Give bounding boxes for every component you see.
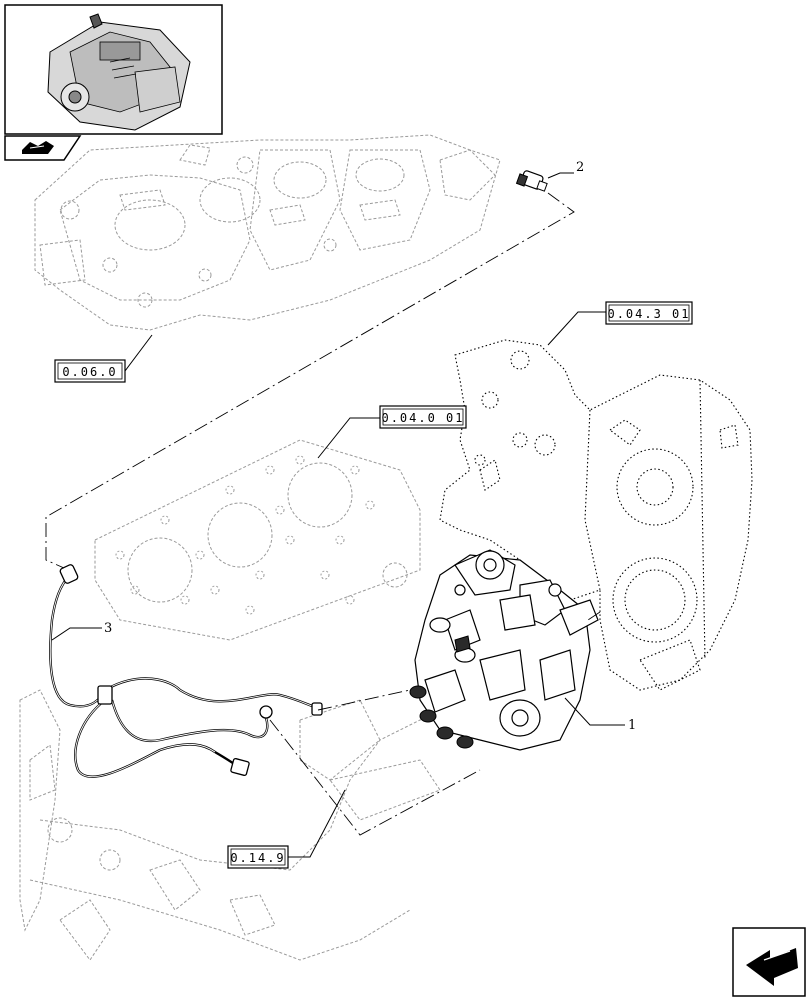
svg-text:0.04.0 01: 0.04.0 01 bbox=[381, 411, 464, 425]
svg-text:0.14.9: 0.14.9 bbox=[230, 851, 285, 865]
head-gasket-ghost bbox=[94, 439, 421, 641]
assembly-lines bbox=[45, 192, 601, 836]
open-book-icon[interactable] bbox=[4, 135, 82, 161]
engine-thumbnail[interactable] bbox=[4, 4, 223, 135]
wiring-harness[interactable] bbox=[49, 564, 323, 778]
callout-1: 1 bbox=[628, 718, 636, 733]
svg-text:0.04.3 01: 0.04.3 01 bbox=[607, 307, 690, 321]
cylinder-head-ghost bbox=[34, 134, 501, 331]
ref-box-0-04-3-01[interactable]: 0.04.3 01 bbox=[605, 301, 693, 325]
sensor-part[interactable] bbox=[515, 170, 548, 192]
gear-housing bbox=[439, 339, 753, 691]
svg-text:0.06.0: 0.06.0 bbox=[62, 365, 117, 379]
injection-pump[interactable] bbox=[409, 549, 599, 751]
leaders bbox=[51, 172, 625, 858]
ref-box-0-06-0[interactable]: 0.06.0 bbox=[54, 359, 126, 383]
callout-2: 2 bbox=[576, 160, 584, 175]
callout-3: 3 bbox=[104, 621, 112, 636]
arrow-next-icon[interactable] bbox=[732, 927, 806, 997]
ref-box-0-04-0-01[interactable]: 0.04.0 01 bbox=[379, 405, 467, 429]
lower-block-ghost bbox=[19, 689, 481, 961]
ref-box-0-14-9[interactable]: 0.14.9 bbox=[227, 845, 289, 869]
